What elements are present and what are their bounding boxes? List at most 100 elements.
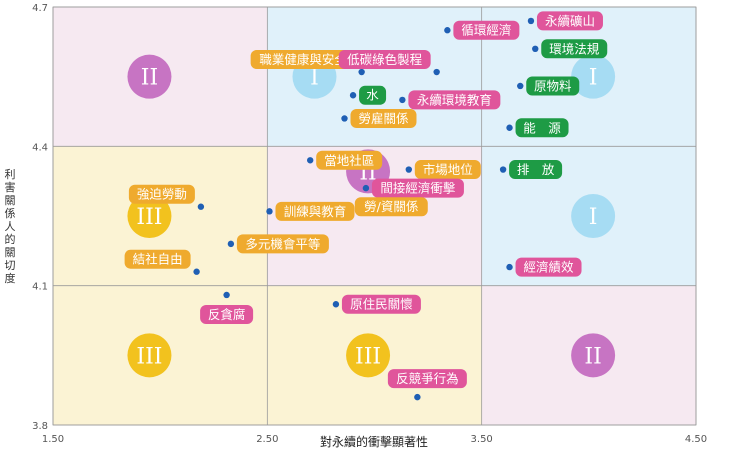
quadrant-numeral: I [589,66,598,91]
data-point [399,96,406,104]
data-label: 永續環境教育 [417,92,492,107]
data-label-box [387,369,467,389]
data-label: 職業健康與安全 [259,52,347,67]
data-label: 環境法規 [549,41,600,56]
axes: 1.50 2.50 3.50 4.50 3.8 4.1 4.4 4.7 [32,3,707,445]
data-label-box [275,201,355,221]
data-point [358,68,365,76]
data-label-box [515,257,582,277]
data-label: 多元機會平等 [245,236,320,251]
data-point [433,68,440,76]
quadrant-numeral: II [584,344,601,369]
data-label-box [124,249,191,269]
data-point [223,291,230,299]
data-label-box [408,90,501,110]
data-label: 原住民關懷 [350,297,413,312]
data-point [266,208,273,215]
data-label: 經濟績效 [524,260,575,275]
data-point [341,115,348,122]
quadrant-numeral: III [136,205,162,230]
x-axis-title: 對永續的衝擊顯著性 [320,434,428,449]
data-label: 排 放 [517,162,555,177]
data-label: 勞/資關係 [364,199,418,214]
data-label: 永續礦山 [545,13,595,28]
data-point [532,45,539,52]
data-label: 當地社區 [324,153,374,168]
quadrant-badge [127,194,172,238]
data-label-box [338,50,431,70]
y-axis-title-char: 係 [4,207,16,220]
data-label: 強迫勞動 [137,187,187,202]
quadrant-numeral: III [355,344,381,369]
data-label: 低碳綠色製程 [347,52,423,67]
quadrant-badge [127,54,172,99]
data-point [227,240,235,248]
quadrant-badge [571,194,616,238]
data-point [307,157,314,164]
y-axis-title-char: 度 [4,272,16,285]
quadrant-numeral: II [141,66,158,91]
quadrant-numeral: I [589,205,598,230]
data-label: 勞雇關係 [358,111,408,126]
data-point [349,92,357,99]
data-point [332,301,340,308]
data-label-box [316,150,383,170]
x-tick-label: 1.50 [42,434,64,445]
quadrant-badge [127,333,172,378]
quadrant-numeral: III [136,344,162,369]
data-label-box [359,85,387,105]
data-label: 市場地位 [423,162,473,177]
data-point [517,82,524,90]
data-label: 結社自由 [133,252,183,267]
y-tick-label: 4.1 [32,282,48,293]
data-points: 循環經濟永續礦山環境法規職業健康與安全低碳綠色製程原物料水永續環境教育勞雇關係能… [124,11,608,401]
data-label-box [200,304,254,324]
data-label-box [128,184,195,204]
data-point [444,27,451,34]
y-axis-title-char: 人 [4,220,16,233]
y-axis-title-char: 的 [4,233,16,246]
data-label: 間接經濟衝擊 [380,181,456,196]
data-point [414,393,421,401]
data-point [362,184,370,192]
plot-border [52,6,697,426]
y-axis-title-char: 切 [4,259,16,272]
grid-lines [52,6,697,426]
quadrant-numeral: I [310,66,319,91]
data-label-box [453,20,520,40]
y-tick-label: 4.4 [32,142,48,153]
x-tick-label: 4.50 [685,434,707,445]
data-label-box [250,50,356,70]
data-label: 反競爭行為 [396,371,459,386]
data-label-box [236,234,329,254]
data-label: 反貪腐 [208,307,246,322]
quadrant-badge [346,333,391,378]
x-tick-label: 2.50 [256,434,278,445]
data-point [193,268,200,275]
data-label: 原物料 [534,78,572,93]
y-axis-title-char: 關 [4,246,16,259]
data-label: 循環經濟 [461,23,511,38]
quadrant-badge [571,333,616,378]
data-point [405,166,412,173]
data-label: 訓練與教育 [284,204,347,219]
y-axis-title-char: 利 [4,168,16,181]
data-label-box [541,39,608,59]
data-point [197,203,205,210]
y-tick-label: 4.7 [32,3,48,14]
data-point [506,263,513,271]
data-point [527,17,535,25]
x-tick-label: 3.50 [471,434,493,445]
data-label-box [341,294,421,314]
y-tick-label: 3.8 [32,421,48,432]
data-point [506,124,513,131]
data-label-box [371,178,464,198]
data-label-box [509,160,563,180]
data-label-box [536,11,603,31]
quadrant-badge [571,54,616,99]
data-label-box [354,197,428,217]
data-label: 水 [366,88,379,103]
data-label-box [414,160,481,180]
